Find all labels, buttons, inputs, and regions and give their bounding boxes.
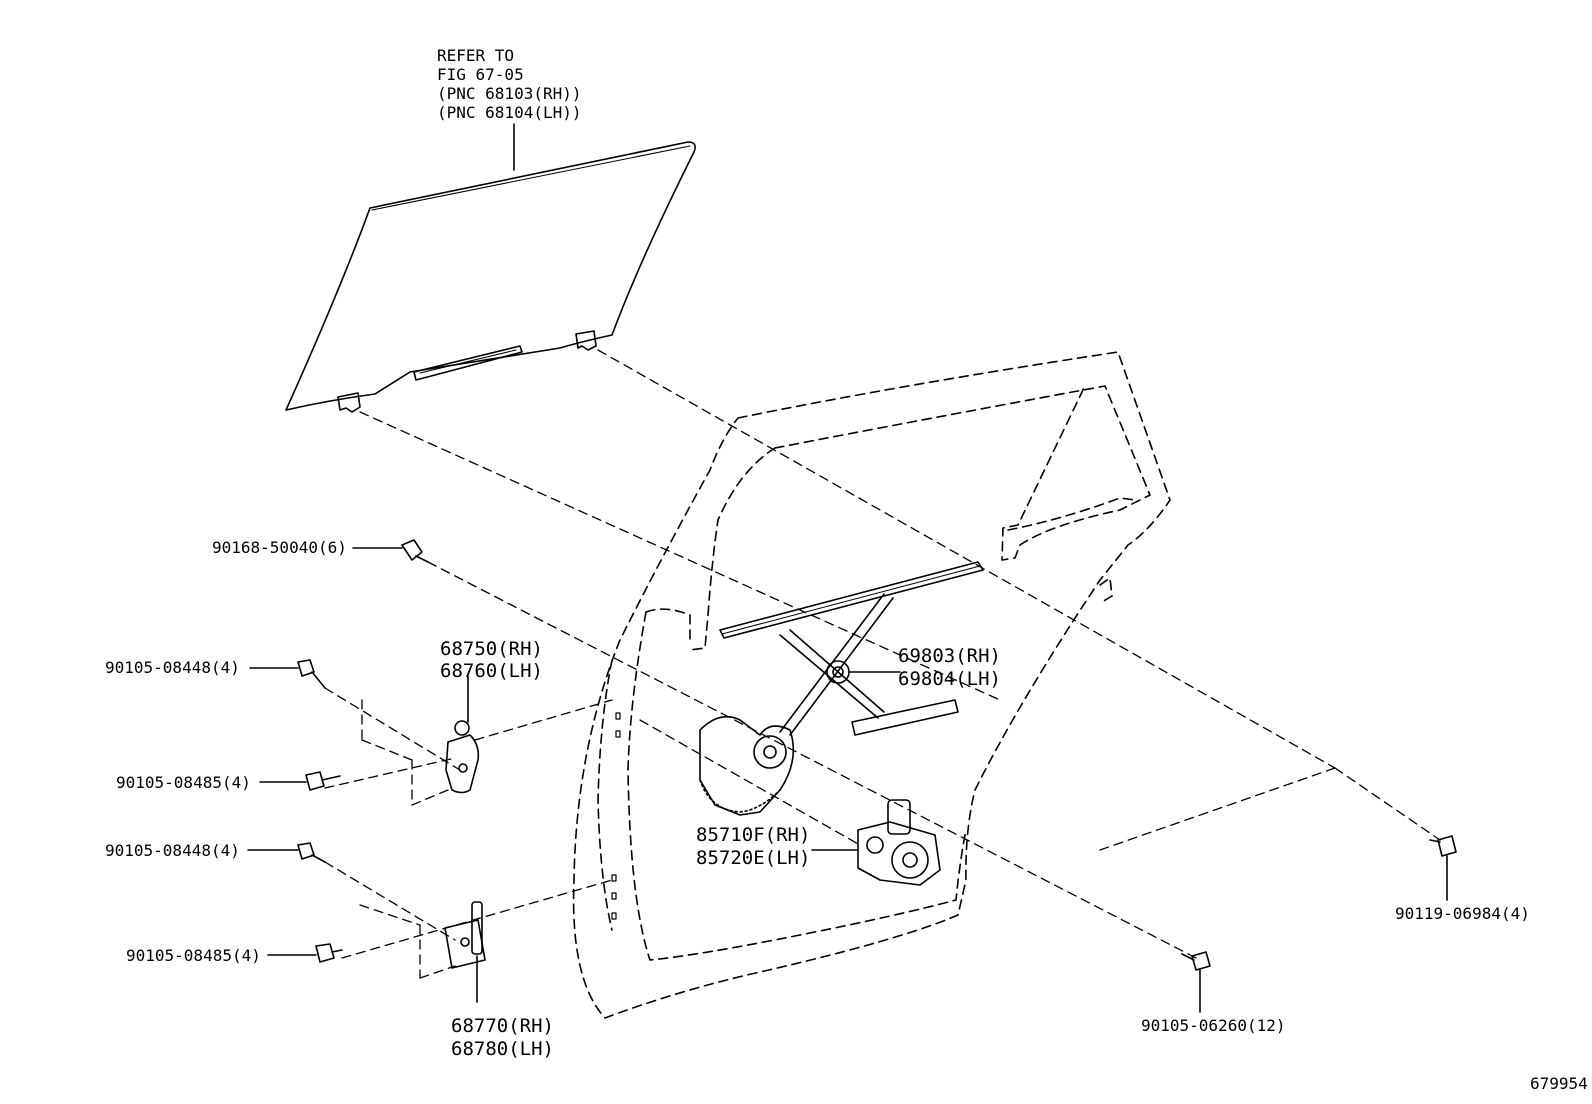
alignment-lines	[324, 349, 1441, 979]
bolt-08448-lower	[297, 842, 326, 863]
part-label-68780-lh: 68780(LH)	[451, 1038, 554, 1060]
upper-hinge	[445, 720, 480, 794]
bolt-08485-upper	[305, 771, 341, 791]
refer-note-line2: FIG 67-05	[437, 65, 524, 84]
part-label-90105-08448-lower: 90105-08448(4)	[105, 841, 240, 860]
refer-note-line4: (PNC 68104(LH))	[437, 103, 582, 122]
part-label-90105-06260: 90105-06260(12)	[1141, 1016, 1286, 1035]
bolt-06260	[1181, 951, 1211, 971]
part-label-90105-08485-upper: 90105-08485(4)	[116, 773, 251, 792]
bolt-08485-lower	[315, 943, 343, 963]
part-label-90105-08448-upper: 90105-08448(4)	[105, 658, 240, 677]
refer-note-line1: REFER TO	[437, 46, 515, 65]
figure-id: 679954	[1530, 1074, 1588, 1093]
part-label-90168-50040: 90168-50040(6)	[212, 538, 347, 557]
door-edge-holes	[611, 712, 621, 920]
part-label-68760-lh: 68760(LH)	[440, 660, 543, 682]
bolt-90119	[1429, 835, 1457, 857]
part-label-85720e-lh: 85720E(LH)	[696, 847, 811, 869]
part-label-69804-lh: 69804(LH)	[898, 668, 1001, 690]
part-label-90119-06984: 90119-06984(4)	[1395, 904, 1530, 923]
part-label-69803-rh: 69803(RH)	[898, 645, 1001, 667]
part-label-68770-rh: 68770(RH)	[451, 1015, 554, 1037]
lower-hinge	[444, 901, 486, 969]
door-panel	[572, 351, 1171, 1019]
bolt-08448-upper	[297, 659, 326, 689]
part-label-90105-08485-lower: 90105-08485(4)	[126, 946, 261, 965]
window-regulator	[699, 561, 984, 816]
bolt-90168	[401, 539, 429, 563]
part-label-85710f-rh: 85710F(RH)	[696, 824, 811, 846]
part-label-68750-rh: 68750(RH)	[440, 638, 543, 660]
refer-note-line3: (PNC 68103(RH))	[437, 84, 582, 103]
door-glass	[285, 141, 696, 413]
regulator-motor	[857, 799, 941, 886]
